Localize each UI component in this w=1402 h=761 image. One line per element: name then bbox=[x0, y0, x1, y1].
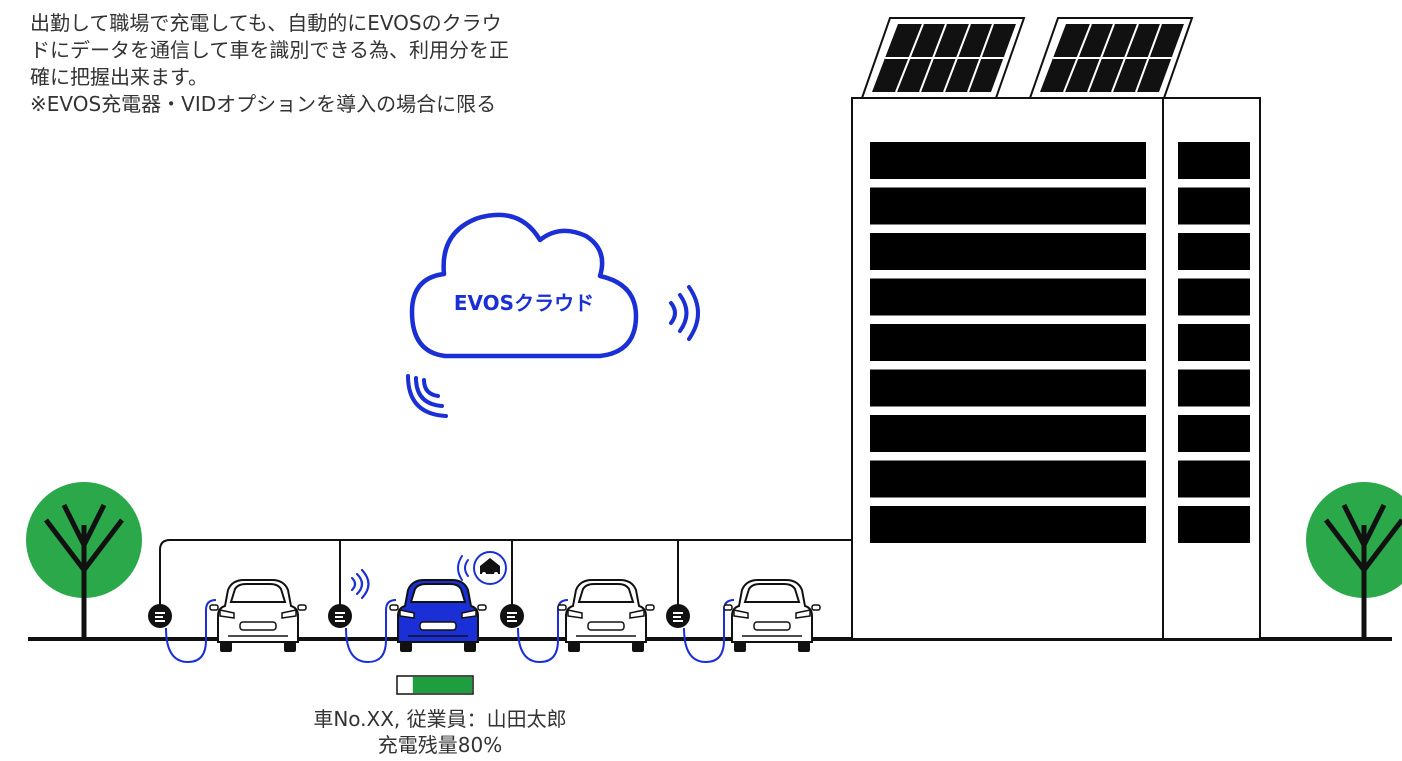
description-line: 確に把握出来ます。 bbox=[30, 65, 208, 89]
wifi-signal-icon bbox=[350, 568, 370, 600]
tree-icon bbox=[26, 482, 142, 638]
building-windows bbox=[870, 142, 1250, 543]
car-icon bbox=[723, 579, 821, 653]
window bbox=[870, 187, 1146, 225]
charging-cables bbox=[165, 599, 735, 664]
tree-icon bbox=[1306, 482, 1402, 638]
wiring bbox=[159, 539, 852, 605]
window bbox=[870, 278, 1146, 316]
window bbox=[870, 369, 1146, 407]
window bbox=[870, 415, 1146, 452]
description-text: 出勤して職場で充電しても、自動的にEVOSのクラウ ドにデータを通信して車を識別… bbox=[30, 10, 650, 118]
window bbox=[1178, 187, 1250, 225]
charger-icon bbox=[147, 603, 173, 629]
solar-panel-icon bbox=[1028, 17, 1194, 99]
car-icon bbox=[209, 579, 307, 653]
window bbox=[870, 142, 1146, 179]
battery-icon bbox=[396, 675, 474, 695]
description-line: 出勤して職場で充電しても、自動的にEVOSのクラウ bbox=[30, 11, 502, 35]
battery-fill bbox=[412, 677, 472, 693]
car-icon bbox=[557, 579, 655, 653]
window bbox=[870, 460, 1146, 498]
solar-panel-icon bbox=[860, 17, 1026, 99]
window bbox=[1178, 369, 1250, 407]
window bbox=[1178, 142, 1250, 179]
window bbox=[1178, 415, 1250, 452]
window bbox=[1178, 324, 1250, 361]
cloud-label: EVOSクラウド bbox=[454, 291, 594, 315]
car-caption: 車No.XX, 従業員：山田太郎 充電残量80% bbox=[270, 706, 610, 758]
window bbox=[870, 324, 1146, 361]
charger-icon bbox=[665, 603, 691, 629]
window bbox=[1178, 460, 1250, 498]
car-id-label: 車No.XX, 従業員：山田太郎 bbox=[313, 707, 567, 731]
wifi-signal-icon bbox=[406, 374, 448, 418]
window bbox=[870, 506, 1146, 543]
wifi-signal-icon bbox=[669, 285, 700, 341]
building-icon bbox=[851, 97, 1261, 640]
window bbox=[1178, 278, 1250, 316]
window bbox=[1178, 233, 1250, 270]
description-line: ※EVOS充電器・VIDオプションを導入の場合に限る bbox=[30, 92, 497, 116]
vid-device-icon bbox=[457, 551, 507, 585]
cloud-icon bbox=[409, 212, 639, 359]
charger-icon bbox=[499, 603, 525, 629]
description-line: ドにデータを通信して車を識別できる為、利用分を正 bbox=[30, 38, 509, 62]
window bbox=[870, 233, 1146, 270]
charge-level-label: 充電残量80% bbox=[377, 733, 503, 757]
car-icon-highlighted bbox=[389, 579, 487, 653]
window bbox=[1178, 506, 1250, 543]
charger-icon bbox=[327, 603, 353, 629]
